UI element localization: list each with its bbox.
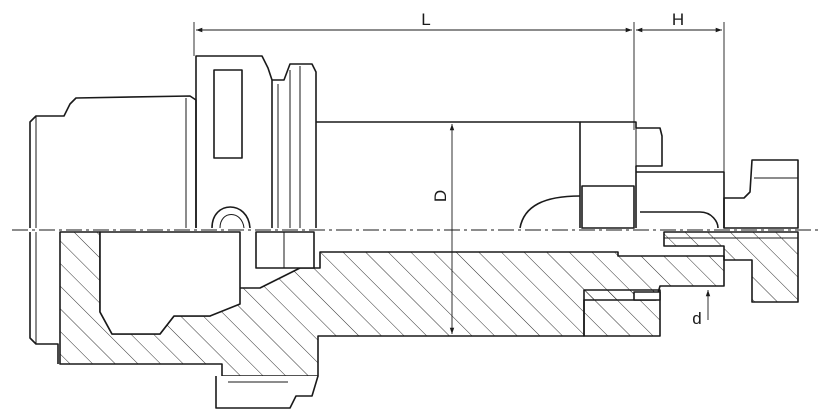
shank-outline [316, 121, 581, 228]
dimension-d-label: d [692, 309, 701, 328]
collet-nose-outline [29, 95, 197, 228]
lower-section-view [29, 231, 799, 409]
flange-foot [215, 375, 319, 409]
arbor-key-slot [581, 185, 635, 229]
dimension-D-label: D [431, 190, 450, 202]
arbor-seat-section [583, 289, 661, 337]
arbor-head-outline [580, 121, 663, 228]
clamping-screw-head [723, 159, 799, 229]
dimension-H: H [636, 10, 725, 172]
dimension-d: d [692, 290, 711, 328]
screw-section [663, 231, 799, 303]
dimension-H-label: H [672, 10, 684, 29]
orientation-notch-inner [219, 214, 245, 229]
shank-relief [519, 195, 581, 229]
dimension-L-label: L [421, 10, 430, 29]
drive-slot [213, 69, 243, 159]
drive-key-section [633, 291, 661, 301]
pilot-fillet [640, 211, 719, 229]
orientation-notch [211, 206, 251, 229]
dimension-D: D [431, 124, 455, 334]
collet-nose-lower [29, 232, 59, 364]
upper-exterior-view [29, 55, 799, 229]
dimension-L: L [193, 10, 635, 130]
collet-bore [99, 231, 241, 335]
pilot-outline [636, 171, 725, 228]
flange-outline [195, 55, 273, 228]
gripper-groove [272, 63, 317, 228]
coolant-tube [255, 231, 315, 269]
